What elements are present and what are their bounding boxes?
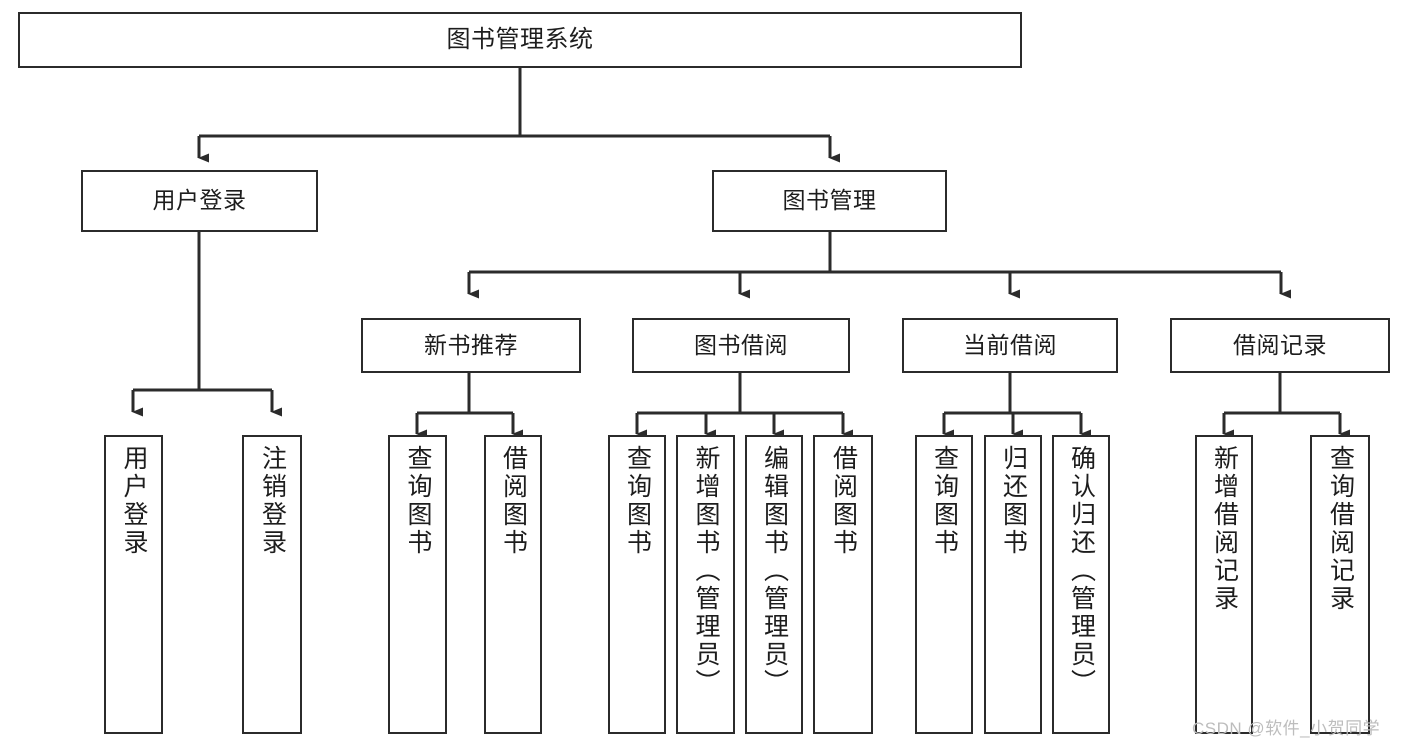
node-label: 借阅图书	[499, 445, 528, 557]
leaf-logout[interactable]: 注销登录	[242, 435, 302, 734]
leaf-query-book-current[interactable]: 查询图书	[915, 435, 973, 734]
node-new-book-recommend[interactable]: 新书推荐	[361, 318, 581, 373]
node-label: 图书借阅	[694, 331, 788, 358]
node-label: 新增借阅记录	[1210, 445, 1239, 613]
node-current-borrow[interactable]: 当前借阅	[902, 318, 1118, 373]
leaf-return-book[interactable]: 归还图书	[984, 435, 1042, 734]
node-label: 查询图书	[930, 445, 959, 557]
leaf-query-borrow-record[interactable]: 查询借阅记录	[1310, 435, 1370, 734]
node-label: 借阅图书	[829, 445, 858, 557]
leaf-borrow-book-recommend[interactable]: 借阅图书	[484, 435, 542, 734]
node-label: 查询图书	[404, 445, 432, 557]
node-label: 当前借阅	[963, 331, 1057, 358]
node-label: 归还图书	[999, 445, 1028, 557]
node-user-login[interactable]: 用户登录	[81, 170, 318, 232]
leaf-add-book-admin[interactable]: 新增图书（管理员）	[676, 435, 735, 734]
leaf-query-book-recommend[interactable]: 查询图书	[388, 435, 447, 734]
node-book-management[interactable]: 图书管理	[712, 170, 947, 232]
node-label: 图书管理系统	[446, 25, 594, 53]
leaf-add-borrow-record[interactable]: 新增借阅记录	[1195, 435, 1253, 734]
node-borrow-record[interactable]: 借阅记录	[1170, 318, 1390, 373]
node-label: 借阅记录	[1233, 331, 1327, 358]
node-label: 编辑图书（管理员）	[760, 445, 789, 697]
node-book-borrow[interactable]: 图书借阅	[632, 318, 850, 373]
node-label: 新增图书（管理员）	[692, 445, 720, 697]
node-root-system[interactable]: 图书管理系统	[18, 12, 1022, 68]
leaf-edit-book-admin[interactable]: 编辑图书（管理员）	[745, 435, 803, 734]
leaf-confirm-return-admin[interactable]: 确认归还（管理员）	[1052, 435, 1110, 734]
node-label: 图书管理	[782, 187, 877, 214]
node-label: 查询图书	[623, 445, 652, 557]
node-label: 用户登录	[120, 445, 148, 557]
node-label: 新书推荐	[424, 331, 518, 358]
node-label: 查询借阅记录	[1326, 445, 1355, 613]
leaf-borrow-book[interactable]: 借阅图书	[813, 435, 873, 734]
leaf-query-book-borrow[interactable]: 查询图书	[608, 435, 666, 734]
node-label: 注销登录	[258, 445, 287, 557]
leaf-user-login[interactable]: 用户登录	[104, 435, 163, 734]
node-label: 确认归还（管理员）	[1067, 445, 1096, 697]
node-label: 用户登录	[152, 187, 247, 214]
